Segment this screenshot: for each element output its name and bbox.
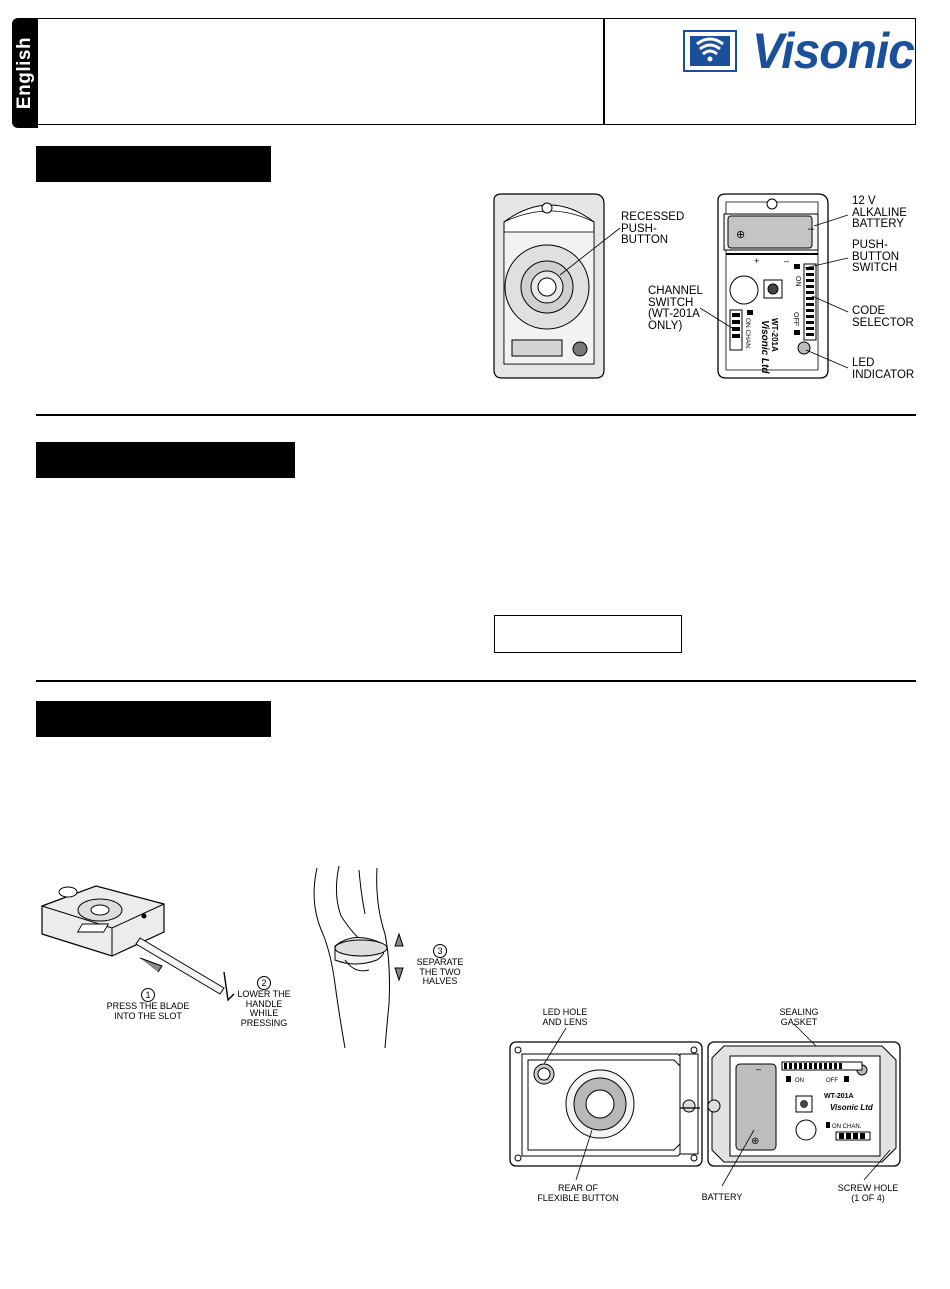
housing-chan-text: ON CHAN. <box>832 1124 862 1130</box>
step-3-number: 3 <box>433 944 447 958</box>
language-tab: English <box>12 18 38 128</box>
section-divider-2 <box>36 680 916 682</box>
step-2-number: 2 <box>257 976 271 990</box>
housing-off-text: OFF <box>826 1078 838 1084</box>
empty-box <box>494 615 682 653</box>
header-divider <box>603 18 605 125</box>
section-heading-bar-1 <box>36 146 271 182</box>
pointer-lines-fig1-right <box>699 214 849 369</box>
board-brand-text: Visonic Ltd <box>759 320 770 374</box>
section-heading-bar-3 <box>36 701 271 737</box>
board-chan-text: ON CHAN. <box>744 318 751 350</box>
housing-battery-plus: ⊕ <box>751 1136 759 1147</box>
board-minus-text: – <box>784 256 789 266</box>
opening-with-blade-illustration <box>41 885 235 1002</box>
inside-housing-illustration: – ⊕ ON OFF WT-201A Visonic Ltd ON CHAN. <box>707 1041 901 1167</box>
board-model-text: WT-201A <box>770 318 779 352</box>
section-divider-1 <box>36 414 916 416</box>
step-1-number: 1 <box>141 988 155 1002</box>
housing-on-text: ON <box>795 1078 804 1084</box>
rear-cover-illustration <box>509 1041 703 1167</box>
header-box <box>36 18 916 125</box>
transmitter-inside-illustration: ⊕ – + – ON OFF ON CHAN. WT-201A Visonic … <box>717 193 829 379</box>
board-plus-text: + <box>754 256 759 266</box>
housing-model-text: WT-201A <box>824 1093 854 1100</box>
pointer-lines-fig1-left <box>559 227 621 276</box>
label-battery-fig3: BATTERY <box>701 1192 743 1202</box>
housing-battery-minus: – <box>756 1064 761 1074</box>
brand-logo-icon <box>683 30 737 72</box>
section-heading-bar-2 <box>36 442 295 478</box>
board-off-text: OFF <box>792 312 799 326</box>
housing-brand-text: Visonic Ltd <box>830 1103 874 1112</box>
language-label: English <box>14 36 35 110</box>
brand-name: Visonic <box>752 23 915 80</box>
pointer-lines-fig3 <box>543 1023 891 1187</box>
battery-plus-text: ⊕ <box>736 229 745 241</box>
battery-minus-text: – <box>808 223 815 235</box>
label-screw-hole: SCREW HOLE(1 OF 4) <box>837 1183 899 1203</box>
board-on-text: ON <box>794 276 801 287</box>
separating-halves-illustration <box>313 865 404 1049</box>
transmitter-front-illustration <box>493 193 605 379</box>
